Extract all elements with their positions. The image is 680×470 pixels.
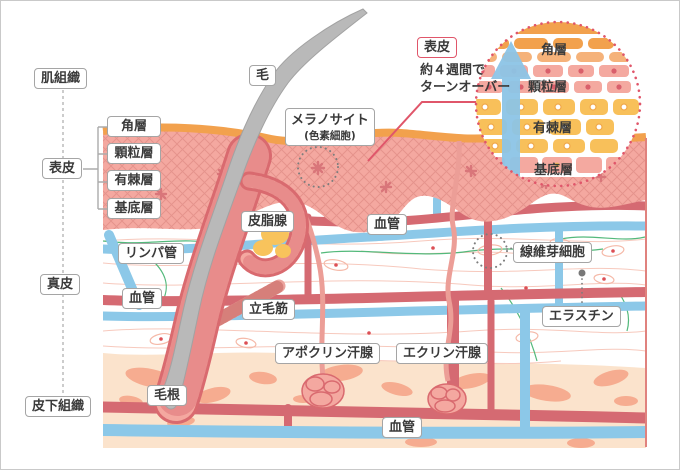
turnover-line1: 約４週間で <box>420 63 486 78</box>
turnover-line2: ターンオーバー <box>420 80 511 95</box>
turnover-arrow <box>491 41 531 181</box>
label-lymph-vessel: リンパ管 <box>118 243 185 264</box>
fibroblast-dotted-circle <box>472 233 508 269</box>
label-blood-vessel-upper: 血管 <box>367 214 408 235</box>
label-blood-vessel-bottom: 血管 <box>382 417 423 438</box>
label-spinous-layer: 有棘層 <box>107 170 161 191</box>
inset-label-corneum: 角層 <box>541 43 568 58</box>
inset-label-spinous: 有棘層 <box>533 121 573 136</box>
melanocyte-name: メラノサイト <box>291 113 369 128</box>
label-skin-tissue: 肌組織 <box>34 68 88 89</box>
turnover-caption: 約４週間で ターンオーバー <box>420 62 510 96</box>
label-hair-root: 毛根 <box>147 385 188 406</box>
label-hair: 毛 <box>249 65 277 86</box>
label-stratum-corneum: 角層 <box>107 116 161 137</box>
inset-dotted-border <box>474 20 642 188</box>
melanocyte-dotted-circle <box>297 146 339 188</box>
label-arrector-pili: 立毛筋 <box>242 299 296 320</box>
left-connectors <box>62 90 107 395</box>
elastin-dot <box>578 269 586 277</box>
label-dermis: 真皮 <box>40 274 81 295</box>
inset-label-basal: 基底層 <box>534 163 574 178</box>
label-granular-layer: 顆粒層 <box>107 143 161 164</box>
label-elastin: エラスチン <box>542 306 621 327</box>
label-melanocyte: メラノサイト (色素細胞) <box>285 108 375 146</box>
eccrine-sweat-gland <box>427 140 467 415</box>
label-apocrine-gland: アポクリン汗腺 <box>275 343 381 364</box>
label-sebaceous-gland: 皮脂腺 <box>241 211 295 232</box>
label-eccrine-gland: エクリン汗腺 <box>396 343 489 364</box>
inset-label-granular: 顆粒層 <box>528 80 568 95</box>
label-basal-layer: 基底層 <box>107 198 161 219</box>
label-epidermis-inset-tag: 表皮 <box>417 37 458 58</box>
melanocyte-subname: (色素細胞) <box>304 130 356 142</box>
label-blood-vessel-left: 血管 <box>122 288 163 309</box>
label-epidermis-left: 表皮 <box>42 158 83 179</box>
label-fibroblast: 線維芽細胞 <box>513 242 593 263</box>
hair-shaft <box>161 8 368 410</box>
label-subcutaneous-tissue: 皮下組織 <box>25 396 92 417</box>
